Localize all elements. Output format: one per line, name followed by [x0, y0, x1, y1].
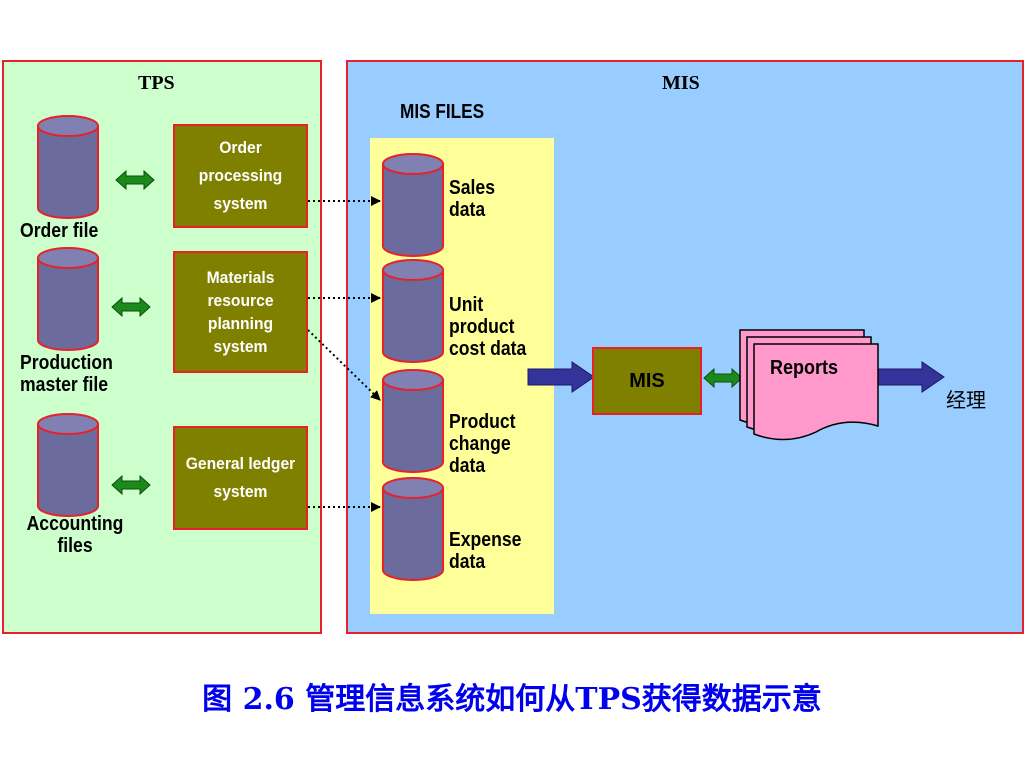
double-arrow-icon [703, 367, 743, 389]
tps-title: TPS [138, 72, 175, 94]
manager-label: 经理 [946, 388, 986, 412]
product-change-cylinder [382, 369, 444, 473]
general-ledger-system-box: General ledger system [173, 426, 308, 530]
system-label: General ledger system [185, 454, 296, 501]
mis-title: MIS [662, 72, 700, 94]
unit-product-cost-label: Unit product cost data [449, 294, 527, 360]
accounting-files-cylinder [37, 413, 99, 517]
materials-resource-planning-box: Materials resource planning system [173, 251, 308, 373]
flow-arrow-icon [877, 361, 945, 393]
system-label: Materials resource planning system [206, 268, 275, 356]
double-arrow-icon [111, 474, 151, 496]
production-master-file-cylinder [37, 247, 99, 351]
double-arrow-icon [115, 169, 155, 191]
mis-system-box: MIS [592, 347, 702, 415]
sales-data-cylinder [382, 153, 444, 257]
double-arrow-icon [111, 296, 151, 318]
unit-product-cost-cylinder [382, 259, 444, 363]
sales-data-label: Sales data [449, 177, 495, 221]
production-master-file-label: Production master file [20, 352, 113, 396]
system-label: Order processing system [198, 138, 283, 213]
figure-caption: 图 2.6 管理信息系统如何从TPS获得数据示意 [202, 682, 822, 717]
accounting-files-label: Accounting files [26, 513, 124, 557]
expense-data-cylinder [382, 477, 444, 581]
product-change-label: Product change data [449, 411, 516, 477]
mis-files-title: MIS FILES [400, 101, 485, 123]
flow-arrow-icon [527, 361, 595, 393]
order-processing-system-box: Order processing system [173, 124, 308, 228]
expense-data-label: Expense data [449, 529, 522, 573]
reports-document-icon [739, 329, 879, 441]
order-file-label: Order file [20, 220, 99, 242]
order-file-cylinder [37, 115, 99, 219]
reports-label: Reports [770, 357, 839, 379]
dotted-connector [307, 329, 381, 401]
mis-system-label: MIS [629, 369, 665, 392]
